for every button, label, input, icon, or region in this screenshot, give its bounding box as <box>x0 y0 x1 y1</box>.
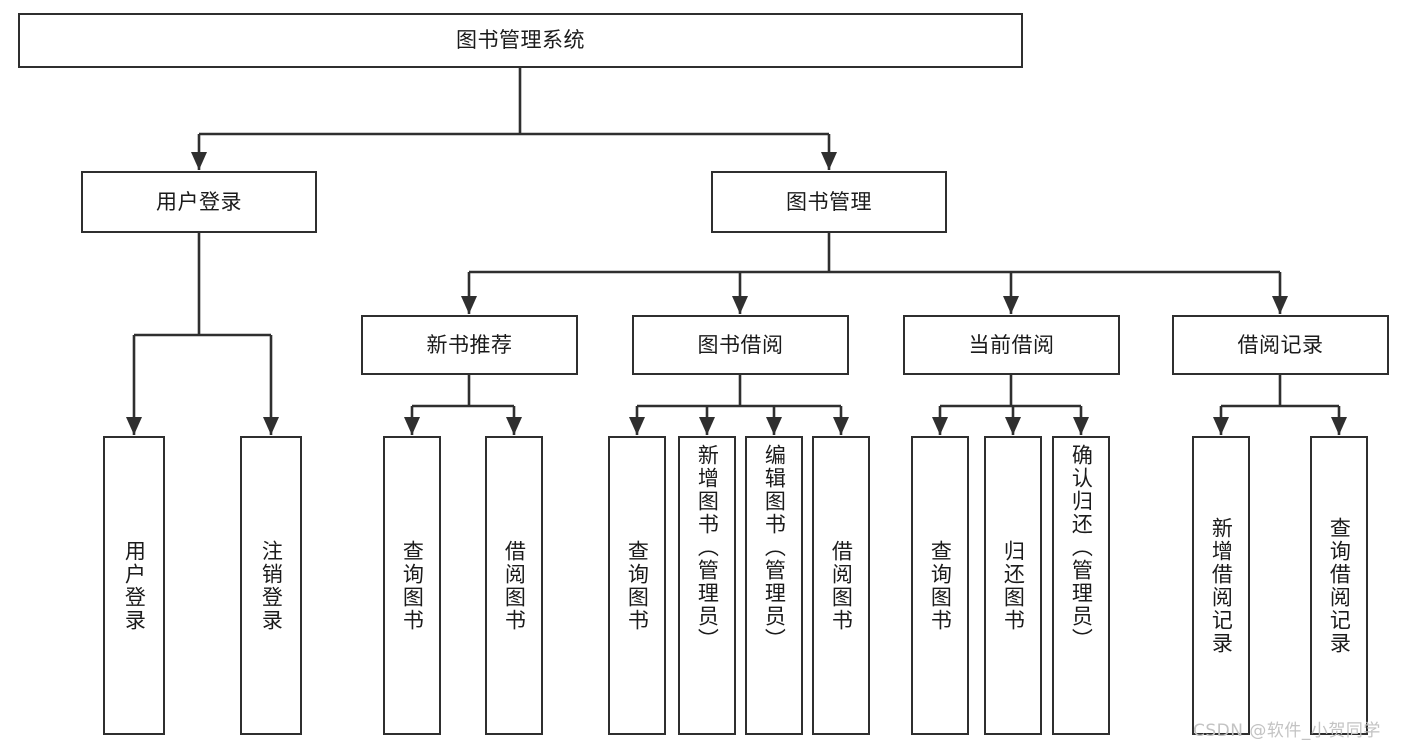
node-leaf-5[interactable]: 新增图书（管理员） <box>678 436 736 735</box>
node-label: 新增借阅记录 <box>1209 516 1234 655</box>
node-label: 借阅图书 <box>829 539 854 632</box>
node-label: 新增图书（管理员） <box>695 444 720 651</box>
node-leaf-7[interactable]: 借阅图书 <box>812 436 870 735</box>
node-leaf-3[interactable]: 借阅图书 <box>485 436 543 735</box>
node-leaf-12[interactable]: 查询借阅记录 <box>1310 436 1368 735</box>
node-leaf-4[interactable]: 查询图书 <box>608 436 666 735</box>
node-leaf-6[interactable]: 编辑图书（管理员） <box>745 436 803 735</box>
node-label: 图书管理 <box>786 189 872 214</box>
node-label: 查询图书 <box>928 539 953 632</box>
node-label: 图书借阅 <box>697 332 784 357</box>
node-label: 当前借阅 <box>968 332 1055 357</box>
node-leaf-2[interactable]: 查询图书 <box>383 436 441 735</box>
node-level2-3[interactable]: 借阅记录 <box>1172 315 1389 375</box>
node-label: 注销登录 <box>259 539 284 632</box>
node-level1-0[interactable]: 用户登录 <box>81 171 317 233</box>
node-leaf-11[interactable]: 新增借阅记录 <box>1192 436 1250 735</box>
node-label: 借阅图书 <box>502 539 527 632</box>
node-level2-2[interactable]: 当前借阅 <box>903 315 1120 375</box>
node-root[interactable]: 图书管理系统 <box>18 13 1023 68</box>
node-label: 查询图书 <box>400 539 425 632</box>
node-label: 用户登录 <box>122 539 147 632</box>
node-leaf-1[interactable]: 注销登录 <box>240 436 302 735</box>
node-label: 查询借阅记录 <box>1327 516 1352 655</box>
node-label: 借阅记录 <box>1237 332 1324 357</box>
node-leaf-9[interactable]: 归还图书 <box>984 436 1042 735</box>
node-level1-1[interactable]: 图书管理 <box>711 171 947 233</box>
node-label: 确认归还（管理员） <box>1069 444 1094 651</box>
node-label: 查询图书 <box>625 539 650 632</box>
node-leaf-10[interactable]: 确认归还（管理员） <box>1052 436 1110 735</box>
node-label: 图书管理系统 <box>456 28 585 53</box>
node-label: 编辑图书（管理员） <box>762 444 787 651</box>
node-label: 新书推荐 <box>426 332 513 357</box>
node-leaf-8[interactable]: 查询图书 <box>911 436 969 735</box>
node-label: 用户登录 <box>156 189 242 214</box>
node-level2-0[interactable]: 新书推荐 <box>361 315 578 375</box>
node-level2-1[interactable]: 图书借阅 <box>632 315 849 375</box>
node-leaf-0[interactable]: 用户登录 <box>103 436 165 735</box>
node-label: 归还图书 <box>1001 539 1026 632</box>
